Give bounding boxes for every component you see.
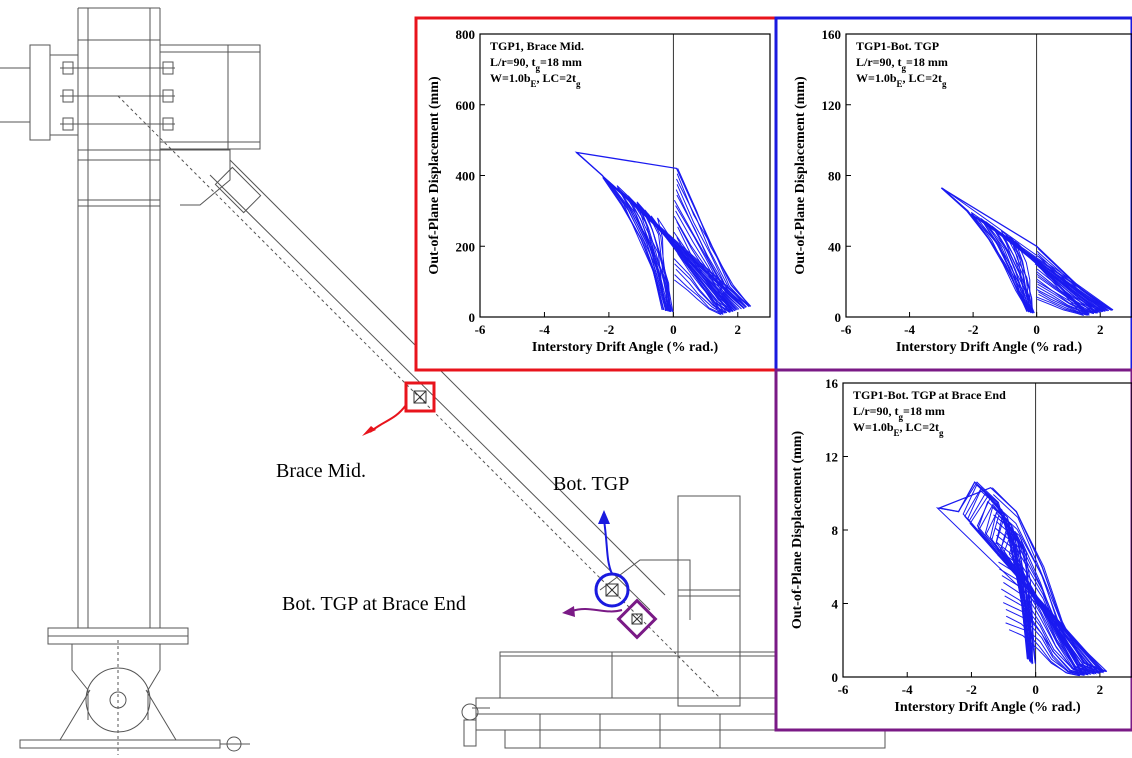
hysteresis-curve bbox=[609, 183, 744, 311]
chart-annotation-line: L/r=90, tg=18 mm bbox=[856, 55, 948, 73]
x-tick-label: -2 bbox=[603, 322, 614, 337]
chart-frame bbox=[774, 368, 1132, 732]
test-setup-drawing bbox=[0, 7, 987, 755]
brace-mid-marker bbox=[362, 381, 436, 436]
hysteresis-envelope bbox=[940, 187, 1114, 312]
y-axis-label: Out-of-Plane Displacement (mm) bbox=[793, 76, 808, 275]
x-tick-label: 2 bbox=[1097, 322, 1104, 337]
y-tick-label: 200 bbox=[456, 239, 476, 254]
y-tick-label: 12 bbox=[825, 450, 838, 465]
brace-mid-label: Brace Mid. bbox=[276, 460, 366, 482]
bot-tgp-label: Bot. TGP bbox=[553, 473, 629, 495]
x-tick-label: 0 bbox=[1033, 322, 1040, 337]
hysteresis-envelope bbox=[574, 151, 752, 311]
x-axis-label: Interstory Drift Angle (% rad.) bbox=[532, 340, 719, 355]
y-tick-label: 0 bbox=[469, 310, 476, 325]
hysteresis-curve bbox=[972, 214, 1110, 313]
x-tick-label: -4 bbox=[539, 322, 550, 337]
y-tick-label: 0 bbox=[832, 670, 839, 685]
chart-frame bbox=[774, 16, 1132, 372]
x-tick-label: -6 bbox=[838, 682, 849, 697]
beam-connection-drawing bbox=[0, 44, 261, 206]
hysteresis-curve bbox=[617, 189, 742, 311]
hysteresis-envelope bbox=[936, 481, 1107, 673]
x-tick-label: -2 bbox=[966, 682, 977, 697]
chart-annotation-line: TGP1, Brace Mid. bbox=[490, 39, 584, 53]
chart-annotation-line: TGP1-Bot. TGP bbox=[856, 39, 939, 53]
x-tick-label: -4 bbox=[902, 682, 913, 697]
x-axis-label: Interstory Drift Angle (% rad.) bbox=[896, 340, 1083, 355]
y-tick-label: 8 bbox=[832, 523, 839, 538]
chart-annotation-line: W=1.0bE, LC=2tg bbox=[490, 71, 581, 89]
x-tick-label: 2 bbox=[735, 322, 742, 337]
x-tick-label: 0 bbox=[1032, 682, 1039, 697]
chart-annotation-line: L/r=90, tg=18 mm bbox=[853, 404, 945, 422]
bot-tgp-brace-end-marker bbox=[562, 598, 658, 640]
x-tick-label: -4 bbox=[904, 322, 915, 337]
column-base-drawing bbox=[19, 627, 250, 755]
chart-annotation-line: TGP1-Bot. TGP at Brace End bbox=[853, 388, 1006, 402]
chart-annotation-line: W=1.0bE, LC=2tg bbox=[853, 420, 944, 438]
column-drawing bbox=[77, 7, 161, 628]
x-tick-label: -6 bbox=[475, 322, 486, 337]
y-tick-label: 40 bbox=[828, 239, 841, 254]
y-tick-label: 16 bbox=[825, 376, 839, 391]
bot-tgp-brace-end-label: Bot. TGP at Brace End bbox=[282, 593, 466, 615]
hysteresis-curve bbox=[645, 211, 726, 314]
hysteresis-curve bbox=[935, 481, 1108, 672]
y-tick-label: 80 bbox=[828, 169, 841, 184]
y-axis-label: Out-of-Plane Displacement (mm) bbox=[427, 76, 442, 275]
hysteresis-curve bbox=[620, 191, 740, 311]
y-tick-label: 600 bbox=[456, 98, 476, 113]
x-tick-label: -6 bbox=[841, 322, 852, 337]
chart-annotation-line: L/r=90, tg=18 mm bbox=[490, 55, 582, 73]
hysteresis-curve bbox=[964, 486, 1104, 673]
x-tick-label: -2 bbox=[968, 322, 979, 337]
y-axis-label: Out-of-Plane Displacement (mm) bbox=[790, 431, 805, 630]
y-tick-label: 4 bbox=[832, 597, 839, 612]
y-tick-label: 400 bbox=[456, 169, 476, 184]
y-tick-label: 800 bbox=[456, 27, 476, 42]
y-tick-label: 120 bbox=[822, 98, 842, 113]
y-tick-label: 0 bbox=[835, 310, 842, 325]
x-tick-label: 0 bbox=[670, 322, 677, 337]
hysteresis-curve bbox=[605, 178, 747, 311]
bot-tgp-marker bbox=[594, 510, 630, 608]
x-axis-label: Interstory Drift Angle (% rad.) bbox=[894, 700, 1081, 715]
x-tick-label: 2 bbox=[1097, 682, 1104, 697]
chart-annotation-line: W=1.0bE, LC=2tg bbox=[856, 71, 947, 89]
y-tick-label: 160 bbox=[822, 27, 842, 42]
